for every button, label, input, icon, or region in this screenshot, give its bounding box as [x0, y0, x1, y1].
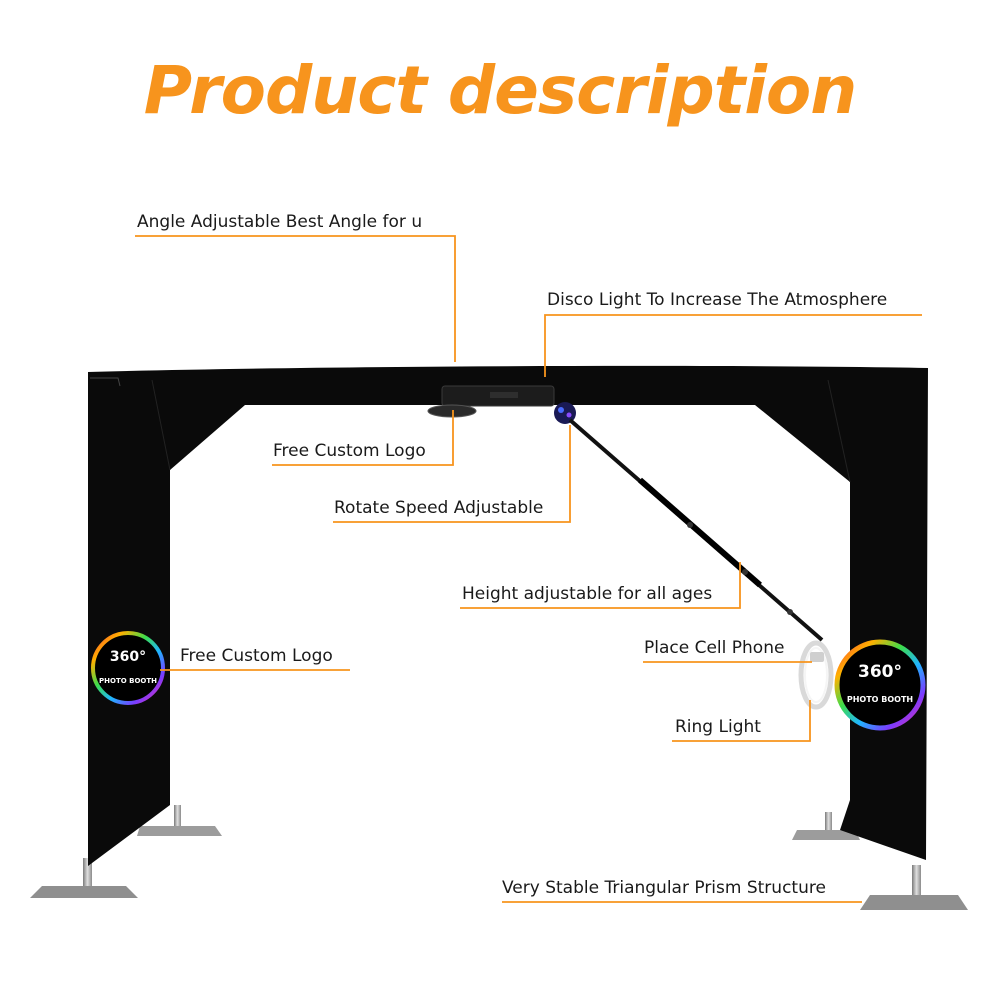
right-back-base [792, 812, 860, 840]
right-logo-big-text: 360° [858, 662, 902, 682]
callout-disco-light: Disco Light To Increase The Atmosphere [547, 290, 888, 310]
top-camera-mount [427, 385, 555, 418]
right-front-base [860, 865, 968, 910]
left-back-base [137, 805, 222, 836]
arch-frame [88, 365, 928, 866]
left-logo-small-text: PHOTO BOOTH [99, 677, 157, 685]
callout-stable-structure: Very Stable Triangular Prism Structure [502, 878, 826, 898]
logo-top-leader-line [272, 410, 454, 466]
left-banner-logo: 360° PHOTO BOOTH [91, 631, 165, 705]
telescopic-arm [568, 418, 824, 642]
ring-light [798, 640, 834, 710]
left-logo-big-text: 360° [110, 649, 146, 665]
left-front-base [30, 858, 138, 898]
disco-leader-line [544, 314, 922, 377]
callout-ring-light: Ring Light [675, 717, 761, 737]
height-leader-line [460, 562, 741, 609]
angle-leader-line [135, 235, 456, 362]
right-logo-small-text: PHOTO BOOTH [847, 695, 913, 704]
disco-light [554, 402, 576, 424]
rotate-leader-line [333, 425, 571, 523]
callout-free-custom-logo-top: Free Custom Logo [273, 441, 426, 461]
callout-rotate-speed: Rotate Speed Adjustable [334, 498, 544, 518]
right-banner-logo: 360° PHOTO BOOTH [834, 639, 926, 731]
callout-angle-adjustable: Angle Adjustable Best Angle for u [137, 212, 423, 232]
callout-place-cell-phone: Place Cell Phone [644, 638, 785, 658]
callout-height-adjustable: Height adjustable for all ages [462, 584, 713, 604]
ring-leader-line [672, 700, 811, 742]
page-title: Product description [143, 52, 857, 129]
callout-free-custom-logo-left: Free Custom Logo [180, 646, 333, 666]
